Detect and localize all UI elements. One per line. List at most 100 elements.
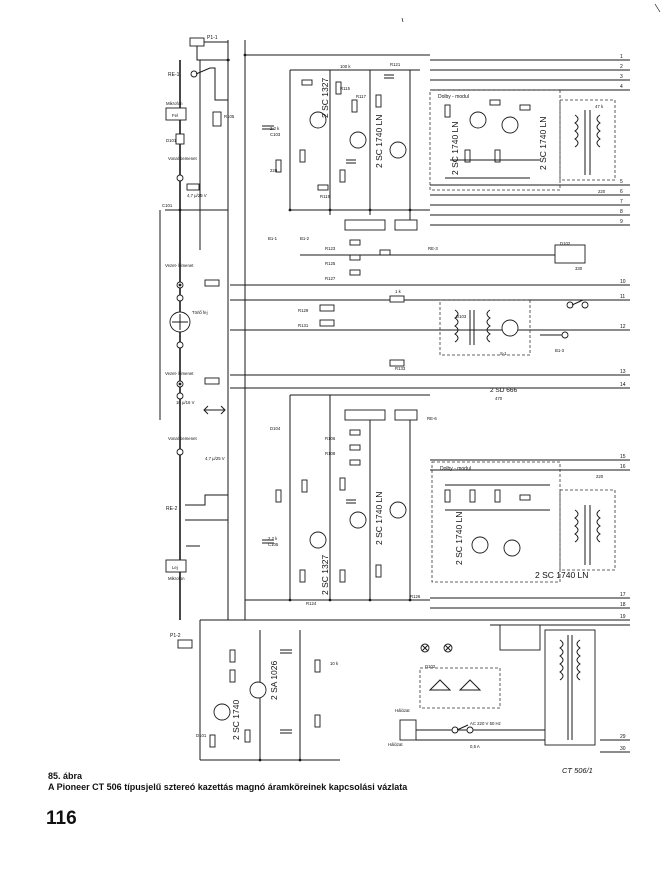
component-label: RE-6 xyxy=(427,416,437,421)
component-label: R124 xyxy=(306,601,317,606)
terminal-label: 2 xyxy=(620,64,623,70)
transistor-label: 2 SC 1327 xyxy=(320,78,330,118)
component-label: P1-2 xyxy=(170,633,181,639)
transistor-label: 2 SA 1026 xyxy=(269,660,279,700)
junction-dots xyxy=(178,53,412,762)
transistor-q103 xyxy=(349,131,367,149)
transistor-q104 xyxy=(349,511,367,529)
component-label: D102 xyxy=(560,241,571,246)
terminal-label: 10 xyxy=(620,279,626,285)
component-label: B1-1 xyxy=(268,236,278,241)
out-r-label: Vonal bemenet xyxy=(168,436,197,441)
terminal-label: 19 xyxy=(620,614,626,620)
drawing-reference: CT 506/1 xyxy=(562,766,593,775)
rec-label-l: Vezet- kimenet xyxy=(165,263,194,268)
component-label: 330 xyxy=(575,266,583,271)
terminal-label: 7 xyxy=(620,199,623,205)
lower-preamp: RE-6 D104 R106 R108 2 SC 1327 2 SC 1740 … xyxy=(245,394,437,606)
component-label: R117 xyxy=(356,94,367,99)
component-label: S-1 xyxy=(500,351,507,356)
terminal-label: 16 xyxy=(620,464,626,470)
component-label: RE-2 xyxy=(166,506,178,512)
component-label: R108 xyxy=(325,451,336,456)
component-label: R105 xyxy=(224,114,235,119)
terminal-label: 17 xyxy=(620,592,626,598)
component-label: RE-3 xyxy=(428,246,438,251)
terminal-label: 11 xyxy=(620,294,625,300)
transistor-q106 xyxy=(389,501,407,519)
terminal-label: 15 xyxy=(620,454,626,460)
terminal-label: 14 xyxy=(620,382,626,388)
rec-label-r: Vezet- kimenet xyxy=(165,371,194,376)
component-label: R133 xyxy=(395,366,406,371)
terminal-label: 30 xyxy=(620,746,626,752)
component-label: D103 xyxy=(456,314,467,319)
ic-label: 2 SD 666 xyxy=(490,387,517,394)
component-label: 4,7 μ/25 V xyxy=(205,456,225,461)
component-label: Hálózat xyxy=(388,742,403,747)
page-marks xyxy=(401,3,661,23)
potentiometer-p1-1 xyxy=(189,37,205,47)
dolby-label: Dolby - modul xyxy=(440,466,471,472)
component-label: 47 k xyxy=(595,104,604,109)
figure-title: A Pioneer CT 506 típusjelű sztereó kazet… xyxy=(48,782,408,792)
component-label: R129 xyxy=(298,308,309,313)
terminal-label: 6 xyxy=(620,189,623,195)
lower-dolby-module: Dolby - modul 2 SC 1740 LN 2 SC 1740 LN … xyxy=(431,461,616,583)
transistor-label: 2 SC 1740 xyxy=(231,700,241,740)
transistor-label: 2 SC 1327 xyxy=(320,555,330,595)
component-label: 1 k xyxy=(395,289,402,294)
component-label: B1-2 xyxy=(300,236,310,241)
bias-oscillator: D102 330 D103 S-1 R129 R131 1 k R133 B1-… xyxy=(298,241,589,401)
component-label: C103 xyxy=(270,132,281,137)
component-label: D101 xyxy=(166,138,177,143)
upper-dolby-module: Dolby - modul 2 SC 1740 LN 2 SC 1740 LN … xyxy=(429,89,616,194)
terminal-numbers: 1 2 3 4 5 6 7 8 9 10 11 12 13 14 15 16 1… xyxy=(620,54,626,752)
component-label: 2.2 k xyxy=(270,126,280,131)
terminal-label: 13 xyxy=(620,369,626,375)
component-label: R131 xyxy=(298,323,309,328)
terminal-label: 3 xyxy=(620,74,623,80)
terminal-label: 8 xyxy=(620,209,623,215)
component-label: P1-1 xyxy=(207,35,218,41)
component-label: R125 xyxy=(325,261,336,266)
erase-head-label: Törlő fej xyxy=(192,310,208,315)
transistor-q102 xyxy=(309,531,327,549)
mic-bottom-label: Mikrofon xyxy=(168,576,185,581)
component-label: 100 k xyxy=(340,64,351,69)
transistor-label: 2 SC 1740 LN xyxy=(538,117,548,170)
mic-jack xyxy=(165,107,187,121)
component-label: 0,5 A xyxy=(470,744,480,749)
transistor-label: 2 SC 1740 LN xyxy=(374,492,384,545)
transistor-label: 2 SC 1740 LN xyxy=(450,122,460,175)
terminal-label: 18 xyxy=(620,602,626,608)
component-label: C105 xyxy=(268,542,279,547)
transistor-label: 2 SC 1740 LN xyxy=(374,115,384,168)
component-label: 220 xyxy=(598,189,606,194)
component-label: D102 xyxy=(425,664,436,669)
component-label: AC 220 V 50 Hz xyxy=(470,721,501,726)
component-label: 470 xyxy=(495,396,503,401)
component-label: R121 xyxy=(390,62,401,67)
transistor-q105 xyxy=(389,141,407,159)
transistor-q101 xyxy=(309,111,327,129)
component-label: 2.2 k xyxy=(268,536,278,541)
transistor-label: 2 SC 1740 LN xyxy=(454,512,464,565)
transistor-q201 xyxy=(249,681,267,699)
component-label: RE-1 xyxy=(168,72,180,78)
component-label: D101 xyxy=(196,733,207,738)
component-label: R119 xyxy=(320,194,331,199)
transistor-label: 2 SC 1740 LN xyxy=(535,570,588,580)
component-label: R115 xyxy=(340,86,351,91)
component-label: R127 xyxy=(325,276,336,281)
component-label: R126 xyxy=(410,594,421,599)
component-label: 10 k xyxy=(330,661,339,666)
terminal-label: 4 xyxy=(620,84,623,90)
terminal-label: 29 xyxy=(620,734,626,740)
mains-transformer xyxy=(544,629,596,746)
mic-top-label: Mikrofon xyxy=(166,101,183,106)
upper-preamp: 2 SC 1327 2 SC 1740 LN 100 k R115 R117 2… xyxy=(245,54,438,281)
meter-label: Hálózat xyxy=(395,708,410,713)
component-label: D104 xyxy=(270,426,281,431)
